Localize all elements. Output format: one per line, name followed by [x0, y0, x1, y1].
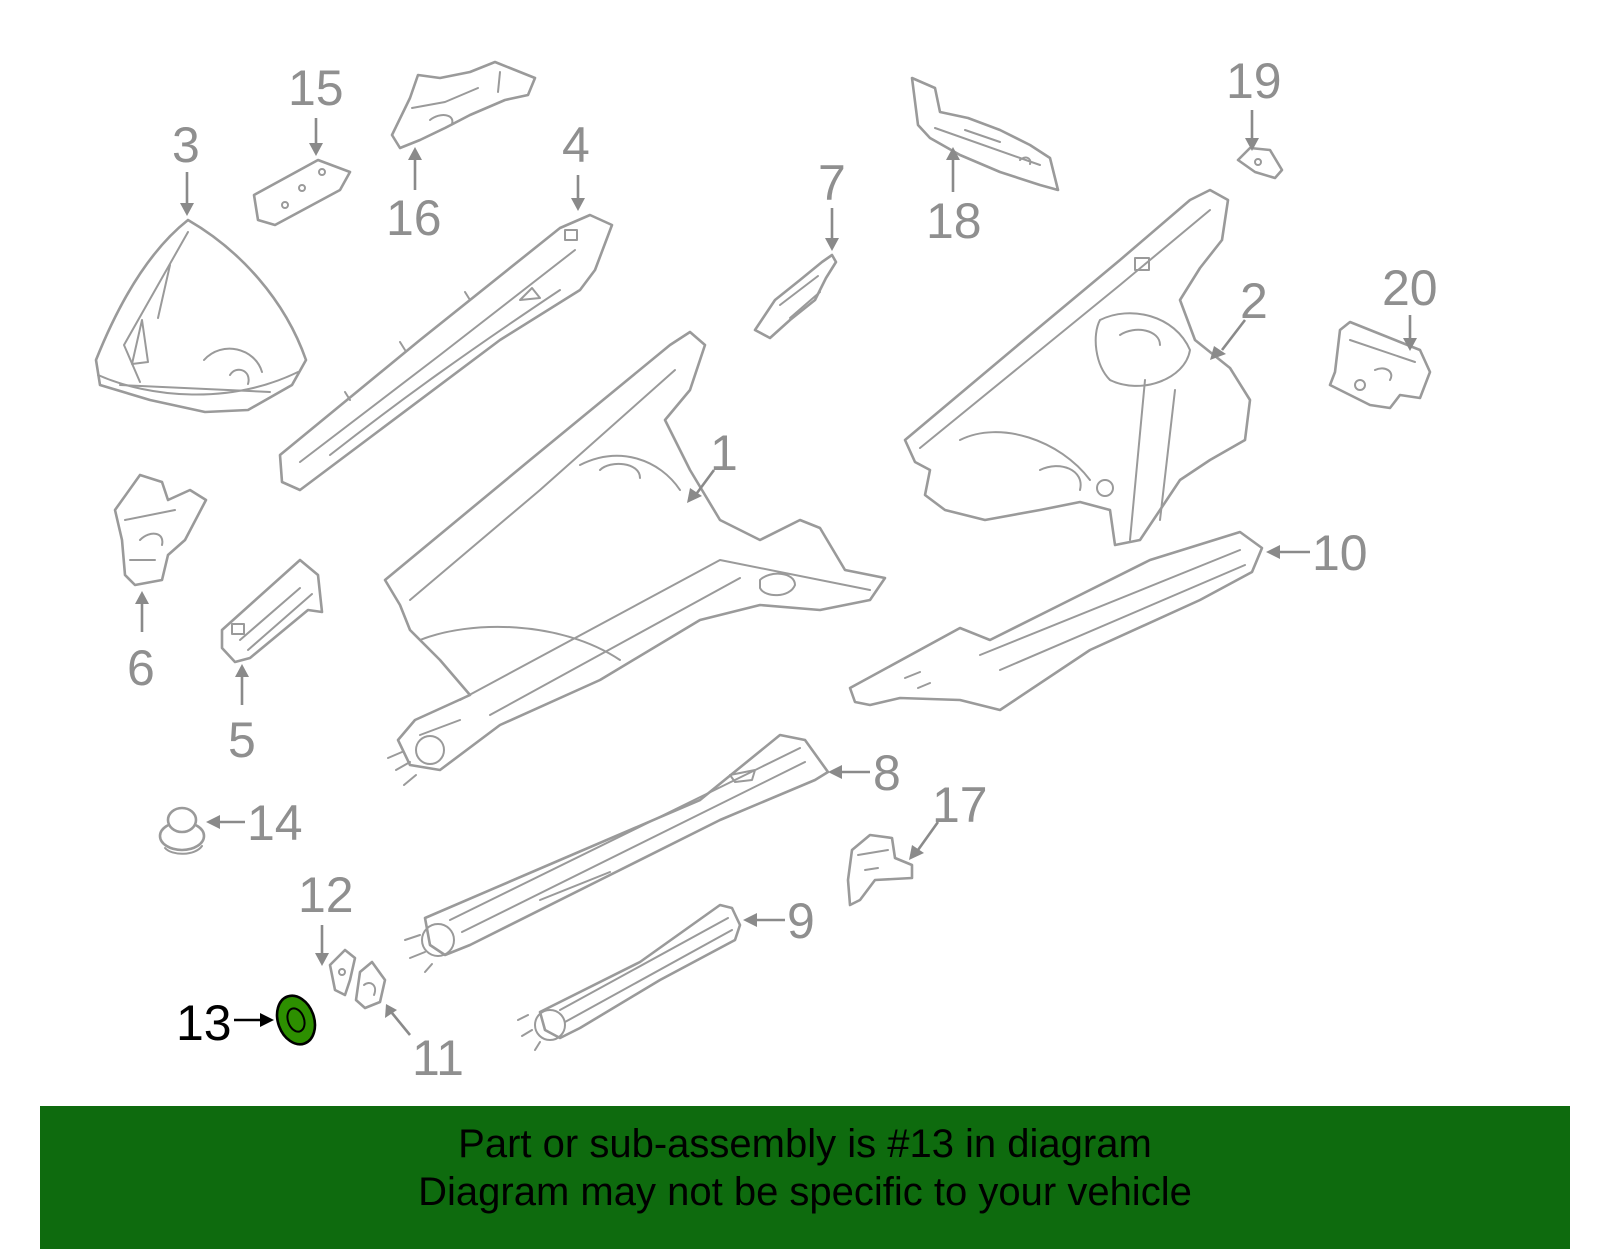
callout-10: 10 [1312, 525, 1368, 581]
part-19-clip[interactable] [1236, 146, 1284, 180]
callout-20: 20 [1382, 260, 1438, 316]
callout-17: 17 [932, 777, 988, 833]
callout-6: 6 [127, 640, 155, 696]
part-16-bracket[interactable] [390, 60, 537, 150]
callout-1: 1 [710, 425, 738, 481]
part-7-bracket[interactable] [753, 253, 838, 340]
callout-4: 4 [562, 117, 590, 173]
leader-lines [135, 110, 1417, 1036]
part-9-rail[interactable] [517, 903, 742, 1051]
part-15-bracket[interactable] [252, 158, 352, 227]
callout-8: 8 [873, 745, 901, 801]
callout-14: 14 [247, 795, 303, 851]
callout-labels: 1 2 3 4 5 6 7 8 9 10 11 12 13 14 15 16 1… [127, 53, 1438, 1086]
part-2-frame-rail[interactable] [903, 188, 1252, 547]
part-14-grommet[interactable] [158, 806, 206, 855]
callout-19: 19 [1226, 53, 1282, 109]
callout-7: 7 [818, 155, 846, 211]
part-8-rail[interactable] [404, 733, 830, 973]
info-banner: Part or sub-assembly is #13 in diagram D… [40, 1106, 1570, 1249]
part-1-frame-rail[interactable] [383, 330, 887, 786]
callout-2: 2 [1240, 273, 1268, 329]
callout-16: 16 [386, 190, 442, 246]
part-5-bracket[interactable] [220, 558, 324, 664]
callout-18: 18 [926, 193, 982, 249]
callout-13: 13 [176, 995, 232, 1051]
part-11-clip[interactable] [354, 960, 387, 1010]
callout-5: 5 [228, 712, 256, 768]
part-13-ring[interactable] [271, 990, 322, 1049]
part-10-rail[interactable] [848, 530, 1264, 712]
part-3-wheel-housing[interactable] [94, 218, 308, 414]
callout-9: 9 [787, 893, 815, 949]
callout-12: 12 [298, 867, 354, 923]
banner-line-1: Part or sub-assembly is #13 in diagram [458, 1122, 1152, 1166]
callout-15: 15 [288, 60, 344, 116]
part-20-bracket[interactable] [1328, 320, 1432, 410]
part-12-clip[interactable] [328, 948, 357, 997]
part-18-bracket[interactable] [910, 76, 1060, 192]
callout-3: 3 [172, 117, 200, 173]
part-17-bracket[interactable] [846, 833, 914, 907]
banner-line-2: Diagram may not be specific to your vehi… [418, 1170, 1192, 1214]
callout-11: 11 [412, 1030, 464, 1086]
part-4-upper-rail[interactable] [278, 213, 614, 492]
part-6-bracket[interactable] [113, 473, 208, 587]
